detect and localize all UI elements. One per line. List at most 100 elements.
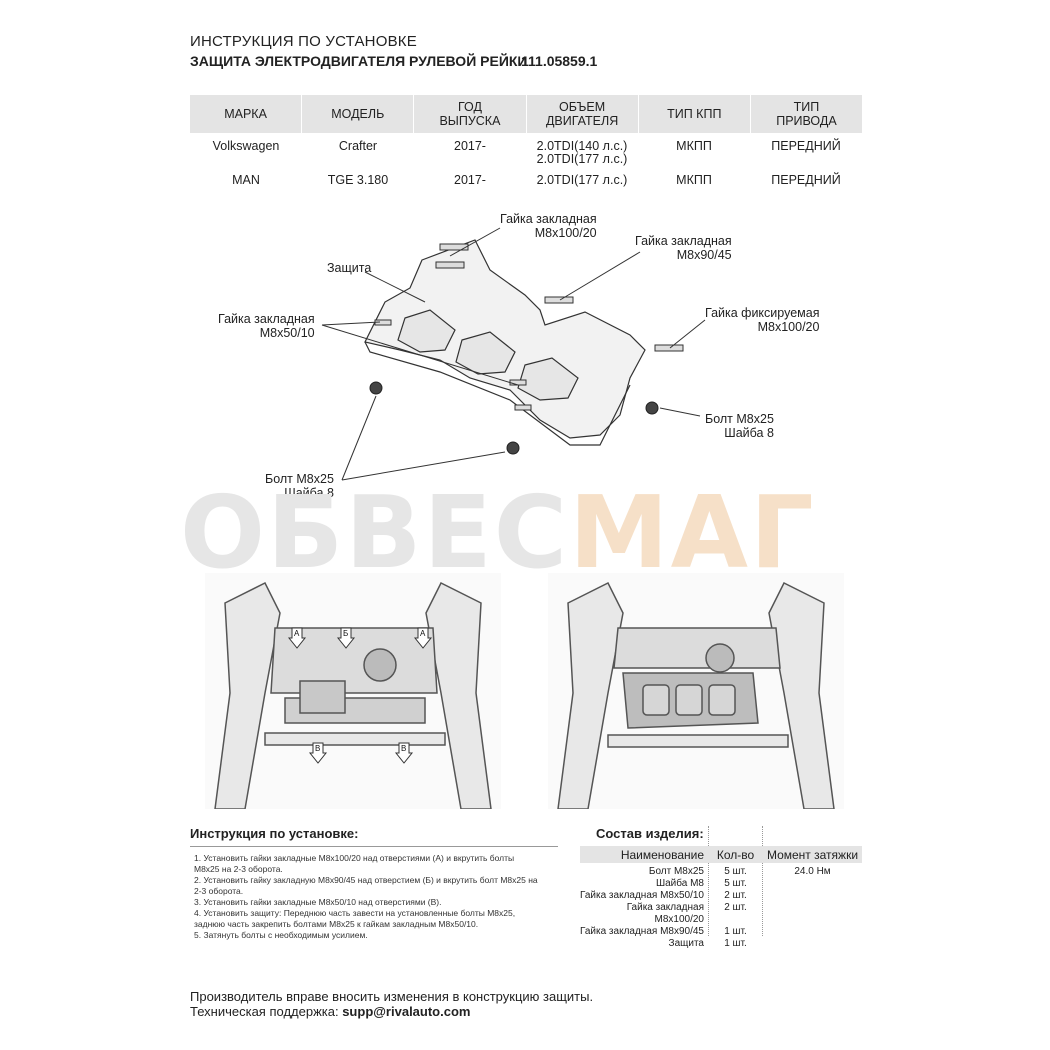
item-name: Болт М8х25 [648, 866, 704, 877]
item-torque [763, 926, 862, 938]
list-item: 2. Установить гайку закладную М8х90/45 н… [194, 875, 538, 885]
nut-icon [439, 243, 469, 251]
item-torque: 24.0 Нм [794, 866, 831, 877]
marker-v: В [315, 744, 320, 753]
list-item: 1. Установить гайки закладные М8х100/20 … [194, 853, 515, 863]
item-qty: 2 шт. [724, 890, 747, 901]
col-name: Наименование [620, 847, 704, 862]
marker-a: А [294, 629, 300, 638]
nut-icon [544, 296, 574, 304]
photo-before-install: А Б А В В [205, 573, 501, 810]
product-name: ЗАЩИТА ЭЛЕКТРОДВИГАТЕЛЯ РУЛЕВОЙ РЕЙКИ [190, 53, 528, 69]
table-row: Болт М8х25 5 шт. 24.0 Нм [580, 866, 862, 878]
cell-engine: 2.0TDI(140 л.с.)2.0TDI(177 л.с.) [526, 140, 638, 166]
instructions-list: 1. Установить гайки закладные М8х100/20 … [190, 846, 558, 942]
item-torque [763, 878, 862, 890]
item-qty: 1 шт. [724, 938, 747, 949]
cell-year: 2017- [454, 173, 486, 187]
item-name: Защита [668, 938, 704, 949]
table-row: Гайка закладная М8х100/20 2 шт. [580, 902, 862, 926]
watermark: ОБВЕСМАГ [180, 478, 880, 588]
item-torque [763, 938, 862, 950]
col-gearbox: ТИП КПП [639, 95, 751, 133]
bolt-icon [506, 441, 520, 455]
table-row: Volkswagen Crafter 2017- 2.0TDI(140 л.с.… [190, 140, 862, 166]
composition-title: Состав изделия: [596, 826, 704, 841]
watermark-accent: МАГ [569, 474, 816, 591]
marker-a: А [420, 629, 426, 638]
item-name: Гайка закладная М8х100/20 [626, 902, 704, 925]
list-item: 4. Установить защиту: Переднюю часть зав… [194, 908, 516, 918]
col-torque: Момент затяжки [766, 847, 859, 862]
cell-gearbox: МКПП [676, 139, 712, 153]
cell-drive: ПЕРЕДНИЙ [771, 173, 841, 187]
marker-b: Б [343, 629, 348, 638]
list-item: заднюю часть закрепить болтами М8х25 к г… [194, 919, 479, 929]
bolt-icon [369, 381, 383, 395]
nut-icon [514, 404, 532, 411]
item-name: Шайба М8 [655, 878, 704, 889]
support-label: Техническая поддержка: [190, 1004, 343, 1019]
shield-drawing [321, 227, 706, 481]
cell-engine: 2.0TDI(177 л.с.) [536, 173, 628, 187]
table-row: MAN TGE 3.180 2017- 2.0TDI(177 л.с.) МКП… [190, 174, 862, 187]
divider [708, 826, 709, 936]
marker-v: В [401, 744, 406, 753]
divider [762, 826, 763, 936]
instructions-title: Инструкция по установке: [190, 826, 359, 841]
item-name: Гайка закладная М8х90/45 [580, 926, 704, 937]
table-row: Защита 1 шт. [580, 938, 862, 950]
list-item: 5. Затянуть болты с необходимым усилием. [194, 930, 368, 940]
nut-icon [435, 261, 465, 269]
cell-engine-text: 2.0TDI(140 л.с.)2.0TDI(177 л.с.) [536, 139, 628, 166]
composition-header: Наименование Кол-во Момент затяжки [580, 846, 862, 863]
table-row: Гайка закладная М8х50/10 2 шт. [580, 890, 862, 902]
nut-icon [654, 344, 684, 352]
table-row: Шайба М8 5 шт. [580, 878, 862, 890]
item-qty: 1 шт. [724, 926, 747, 937]
nut-icon [509, 379, 527, 386]
product-code: 111.05859.1 [521, 53, 598, 69]
item-qty: 2 шт. [724, 902, 747, 913]
item-name: Гайка закладная М8х50/10 [580, 890, 704, 901]
list-item: 2-3 оборота. [194, 886, 244, 896]
watermark-text: ОБВЕС [180, 474, 570, 591]
item-torque [763, 902, 862, 926]
support-email-link[interactable]: supp@rivalauto.com [342, 1004, 471, 1019]
composition-table: Болт М8х25 5 шт. 24.0 Нм Шайба М8 5 шт. … [580, 866, 862, 950]
item-qty: 5 шт. [724, 866, 747, 877]
cell-drive: ПЕРЕДНИЙ [771, 139, 841, 153]
label-shield: Защита [327, 261, 372, 275]
cell-year: 2017- [454, 139, 486, 153]
cell-model: Crafter [338, 139, 378, 153]
col-brand: МАРКА [190, 95, 303, 133]
photo-after-install [548, 573, 844, 810]
cell-brand: MAN [232, 173, 260, 187]
col-model: МОДЕЛЬ [302, 95, 415, 133]
document-title: ИНСТРУКЦИЯ ПО УСТАНОВКЕ [190, 33, 417, 50]
list-item: 3. Установить гайки закладные М8х50/10 н… [194, 897, 442, 907]
list-item: М8х25 на 2-3 оборота. [194, 864, 283, 874]
disclaimer: Производитель вправе вносить изменения в… [190, 989, 594, 1004]
support-line: Техническая поддержка: supp@rivalauto.co… [190, 1004, 470, 1019]
cell-model: TGE 3.180 [327, 173, 389, 187]
item-qty: 5 шт. [724, 878, 747, 889]
col-qty: Кол-во [716, 847, 755, 862]
bolt-icon [645, 401, 659, 415]
cell-brand: Volkswagen [212, 139, 280, 153]
table-row: Гайка закладная М8х90/45 1 шт. [580, 926, 862, 938]
